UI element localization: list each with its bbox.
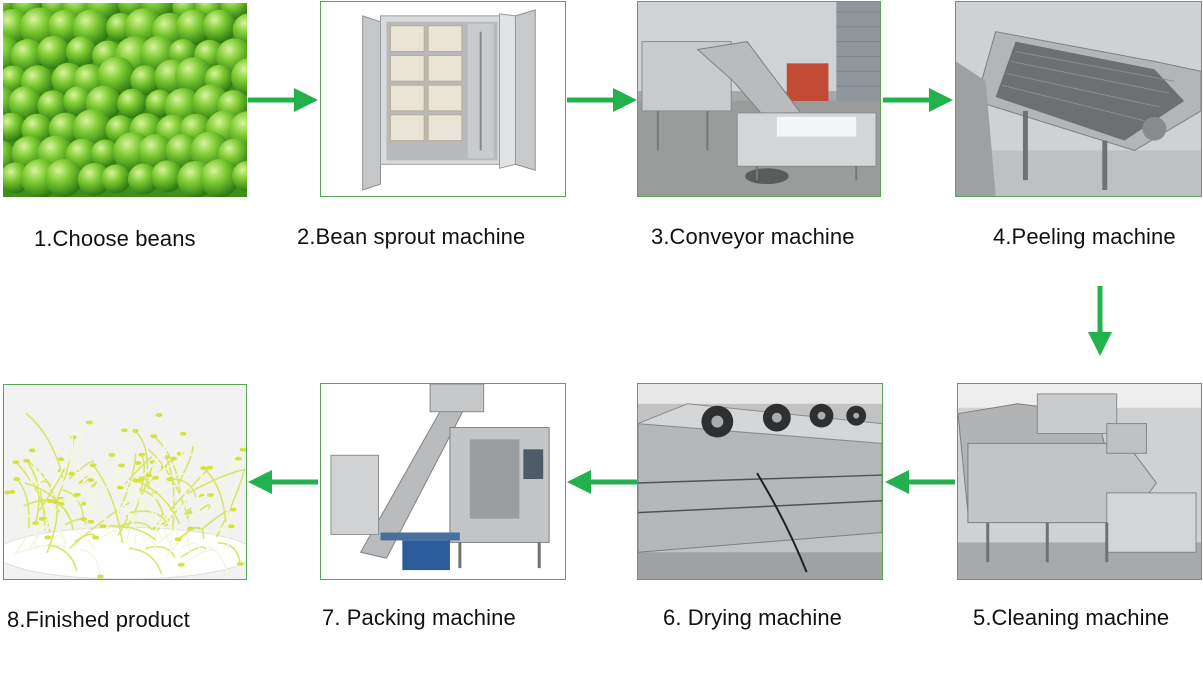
peeling-screen-photo: [955, 1, 1202, 197]
step-label: 8.Finished product: [7, 607, 190, 632]
step-label: 3.Conveyor machine: [651, 224, 855, 249]
step-label: 4.Peeling machine: [993, 224, 1176, 249]
step-label: 1.Choose beans: [34, 226, 196, 251]
arrow-right-icon: [883, 88, 953, 112]
arrow-down-icon: [1088, 286, 1112, 356]
arrow-left-icon: [567, 470, 637, 494]
washer-photo: [957, 383, 1202, 580]
step-label: 6. Drying machine: [663, 605, 842, 630]
arrow-left-icon: [885, 470, 955, 494]
step-label: 2.Bean sprout machine: [297, 224, 526, 249]
step-label: 7. Packing machine: [322, 605, 516, 630]
green-peas-photo: [3, 3, 247, 197]
arrow-right-icon: [248, 88, 318, 112]
bean-sprouts-photo: [3, 384, 247, 580]
conveyor-photo: [637, 1, 881, 197]
arrow-left-icon: [248, 470, 318, 494]
dryer-photo: [637, 383, 883, 580]
step-label: 5.Cleaning machine: [973, 605, 1170, 630]
packer-photo: [320, 383, 566, 580]
sprout-cabinet-photo: [320, 1, 566, 197]
arrow-right-icon: [567, 88, 637, 112]
